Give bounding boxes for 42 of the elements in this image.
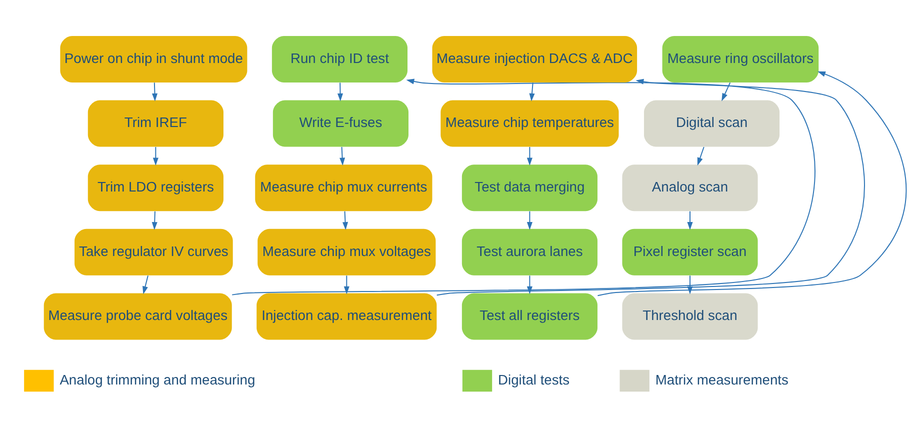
arrow xyxy=(722,82,731,102)
arrow xyxy=(526,275,532,294)
arrow xyxy=(344,275,350,294)
node-box: Take regulator IV curves xyxy=(74,228,233,276)
arrow xyxy=(340,146,346,166)
node-box: Measure probe card voltages xyxy=(44,293,232,340)
node-box: Test all registers xyxy=(462,293,598,340)
node-box: Trim LDO registers xyxy=(88,164,224,212)
node-box: Measure chip mux voltages xyxy=(258,228,436,276)
arrow xyxy=(597,71,907,296)
node-box: Power on chip in shunt mode xyxy=(60,36,248,82)
node-box: Injection cap. measurement xyxy=(256,293,437,340)
legend-label: Digital tests xyxy=(498,371,570,388)
node-box: Write E-fuses xyxy=(272,100,408,147)
legend-label: Matrix measurements xyxy=(655,371,788,388)
arrow xyxy=(142,275,148,294)
arrow xyxy=(436,78,865,296)
arrow xyxy=(232,78,816,296)
arrow xyxy=(697,146,704,166)
node-box: Trim IREF xyxy=(88,100,224,147)
arrow xyxy=(152,146,158,166)
arrow xyxy=(529,82,535,102)
arrow xyxy=(687,210,693,230)
node-box: Analog scan xyxy=(622,164,758,212)
arrow xyxy=(152,82,158,102)
arrow xyxy=(526,146,532,166)
node-box: Run chip ID test xyxy=(272,36,408,82)
arrow xyxy=(342,210,348,230)
node-box: Measure ring oscillators xyxy=(662,36,819,82)
node-box: Pixel register scan xyxy=(622,228,758,276)
arrow xyxy=(526,210,532,230)
arrow xyxy=(337,82,344,102)
legend-label: Analog trimming and measuring xyxy=(60,371,256,388)
arrow xyxy=(152,210,158,230)
node-box: Measure injection DACS & ADC xyxy=(432,36,638,82)
node-box: Digital scan xyxy=(644,100,780,147)
node-box: Measure chip mux currents xyxy=(255,164,432,212)
node-box: Test data merging xyxy=(462,164,598,212)
node-box: Measure chip temperatures xyxy=(440,100,619,147)
node-box: Threshold scan xyxy=(622,293,758,340)
arrow xyxy=(687,275,693,294)
node-box: Test aurora lanes xyxy=(462,228,598,276)
